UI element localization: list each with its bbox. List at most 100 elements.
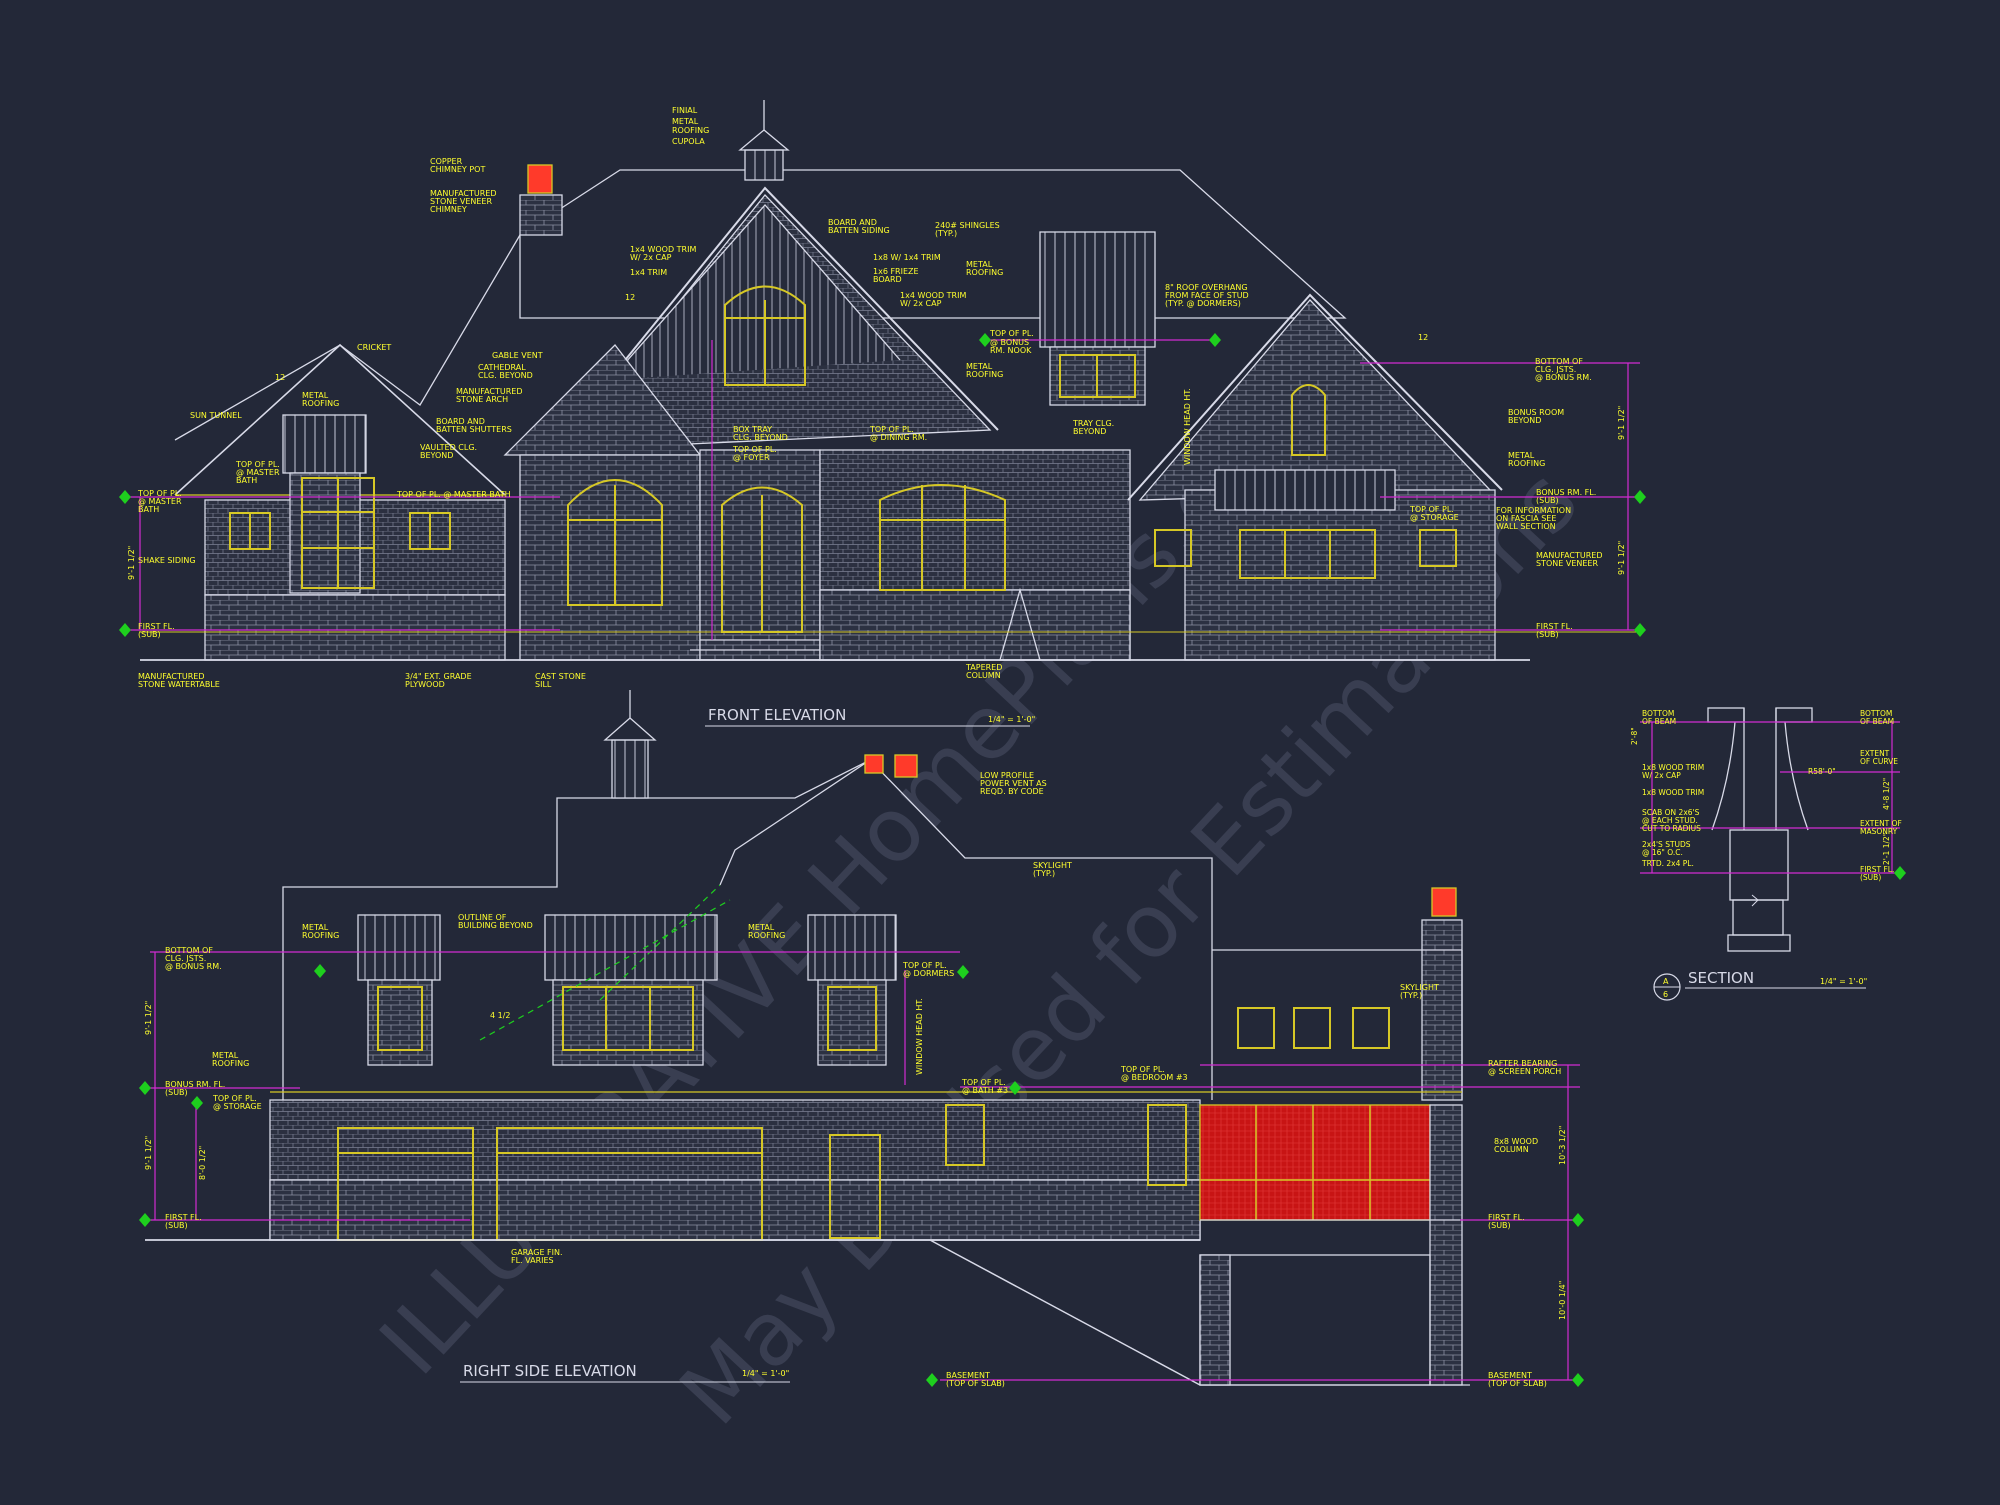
label-bclg-3: @ BONUS RM. — [1535, 373, 1592, 382]
slabel-d2: 4'-8 1/2" — [1882, 778, 1891, 810]
label-pitch-3: 12 — [1418, 333, 1428, 342]
label-window-head: WINDOW HEAD HT. — [1183, 388, 1192, 465]
right-dimension-lines — [150, 951, 1580, 1381]
label-cath-1: CATHEDRAL — [478, 363, 526, 372]
right-basement — [1199, 1254, 1431, 1386]
label-shutter-2: BATTEN SHUTTERS — [436, 425, 512, 434]
slabel-bb-1: BOTTOM — [1642, 709, 1674, 718]
label-dim-front-r1: 9'-1 1/2" — [1617, 406, 1626, 440]
rlabel-bclg-2: CLG. JSTS. — [165, 954, 206, 963]
label-frieze-1: 1x6 FRIEZE — [873, 267, 919, 276]
right-scale: 1/4" = 1'-0" — [742, 1369, 789, 1378]
rlabel-sky-2: (TYP.) — [1033, 869, 1055, 878]
rlabel-low-1: LOW PROFILE — [980, 771, 1034, 780]
front-left-roof — [174, 234, 521, 441]
front-title: FRONT ELEVATION — [708, 706, 846, 724]
rlabel-mrl-2: ROOFING — [212, 1059, 249, 1068]
label-bonusfl-2: (SUB) — [1536, 496, 1559, 505]
label-sill-2: SILL — [535, 680, 552, 689]
rlabel-ff-1: FIRST FL. — [165, 1213, 202, 1222]
label-foyer-2: @ FOYER — [733, 453, 770, 462]
label-frieze-2: BOARD — [873, 275, 902, 284]
front-annotations: FINIAL METAL ROOFING CUPOLA COPPER CHIMN… — [127, 106, 1626, 689]
label-mfd-2: STONE VENEER — [430, 197, 492, 206]
rlabel-mr-2: ROOFING — [302, 931, 339, 940]
label-metal-1: METAL — [672, 117, 699, 126]
slabel-trim-2: W/ 2x CAP — [1642, 771, 1681, 780]
label-ff-1: FIRST FL. — [138, 622, 175, 631]
label-mr-e1: METAL — [1508, 451, 1535, 460]
rlabel-bed-1: TOP OF PL. — [1120, 1065, 1165, 1074]
rlabel-skyr-2: (TYP.) — [1400, 991, 1422, 1000]
label-tmb: TOP OF PL. @ MASTER BATH — [396, 490, 511, 499]
label-copper-2: CHIMNEY POT — [430, 165, 485, 174]
label-mfd-1: MANUFACTURED — [430, 189, 497, 198]
rlabel-ffr-1: FIRST FL. — [1488, 1213, 1525, 1222]
label-ply-1: 3/4" EXT. GRADE — [405, 672, 472, 681]
section-annotations: BOTTOM OF BEAM BOTTOM OF BEAM EXTENT OF … — [1630, 709, 1902, 882]
label-vaulted-2: BEYOND — [420, 451, 453, 460]
slabel-studs-1: 2x4'S STUDS — [1642, 840, 1691, 849]
rlabel-rafter-1: RAFTER BEARING — [1488, 1059, 1557, 1068]
rlabel-dim-3: 8'-0 1/2" — [198, 1146, 207, 1180]
right-elevation — [145, 690, 1470, 1386]
rlabel-garage-1: GARAGE FIN. — [511, 1248, 563, 1257]
label-mr-l2: ROOFING — [302, 399, 339, 408]
slabel-ec-2: OF CURVE — [1860, 757, 1898, 766]
right-level-markers — [139, 964, 1584, 1387]
label-tmbl-3: BATH — [138, 505, 159, 514]
slabel-bbr-1: BOTTOM — [1860, 709, 1892, 718]
label-mfd-3: CHIMNEY — [430, 205, 467, 214]
slabel-scab-1: SCAB ON 2x6'S — [1642, 808, 1700, 817]
slabel-em-2: MASONRY — [1860, 827, 1898, 836]
slabel-ec-1: EXTENT — [1860, 749, 1890, 758]
label-pitch-1: 12 — [275, 373, 285, 382]
label-ply-2: PLYWOOD — [405, 680, 445, 689]
label-tpb-1: TOP OF PL. — [989, 329, 1034, 338]
label-arch-1: MANUFACTURED — [456, 387, 523, 396]
label-shutter-1: BOARD AND — [436, 417, 485, 426]
label-vaulted-1: VAULTED CLG. — [420, 443, 477, 452]
rlabel-dorm-2: @ DORMERS — [903, 969, 954, 978]
label-storage-2: @ STORAGE — [1410, 513, 1459, 522]
front-great-room-window — [879, 484, 1006, 591]
rlabel-dim-4: 10'-3 1/2" — [1558, 1126, 1567, 1165]
front-left-windows — [229, 477, 451, 589]
label-pitch-2: 12 — [625, 293, 635, 302]
slabel-ff-2: (SUB) — [1860, 873, 1881, 882]
section-detail — [1707, 707, 1813, 952]
right-annotations: LOW PROFILE POWER VENT AS REQD. BY CODE … — [144, 771, 1567, 1388]
label-shingles-2: (TYP.) — [935, 229, 957, 238]
label-overhang-3: (TYP. @ DORMERS) — [1165, 299, 1241, 308]
front-entry-wall — [699, 449, 821, 661]
rlabel-low-3: REQD. BY CODE — [980, 787, 1044, 796]
slabel-d3: 2'-1 1/2" — [1882, 833, 1891, 865]
label-tapered-1: TAPERED — [965, 663, 1002, 672]
label-tray-2: BEYOND — [1073, 427, 1106, 436]
front-level-markers — [119, 333, 1646, 637]
slabel-r: R58'-0" — [1808, 767, 1836, 776]
front-chimney-pot — [527, 164, 553, 194]
rlabel-stor-1: TOP OF PL. — [212, 1094, 257, 1103]
front-title-block: FRONT ELEVATION 1/4" = 1'-0" — [705, 706, 1035, 727]
label-box-1: BOX TRAY — [733, 425, 772, 434]
label-bb-2: BATTEN SIDING — [828, 226, 890, 235]
label-cath-2: CLG. BEYOND — [478, 371, 533, 380]
rlabel-ffr-2: (SUB) — [1488, 1221, 1511, 1230]
label-sun-tunnel: SUN TUNNEL — [190, 411, 242, 420]
label-copper-1: COPPER — [430, 157, 463, 166]
section-markers — [1894, 866, 1906, 880]
label-tray-1: TRAY CLG. — [1072, 419, 1114, 428]
front-gable-window — [724, 285, 806, 386]
label-tm-2: @ MASTER — [236, 468, 280, 477]
right-screen-porch — [1199, 1104, 1431, 1221]
label-tmbl-1: TOP OF PL. — [137, 489, 182, 498]
slabel-trtd: TRTD. 2x4 PL. — [1641, 859, 1694, 868]
rlabel-baser-1: BASEMENT — [1488, 1371, 1532, 1380]
label-tapered-2: COLUMN — [966, 671, 1001, 680]
rlabel-mrl-1: METAL — [212, 1051, 239, 1060]
label-mr-c2: ROOFING — [966, 370, 1003, 379]
label-bonus-b2: BEYOND — [1508, 416, 1541, 425]
rlabel-mrm-2: ROOFING — [748, 931, 785, 940]
